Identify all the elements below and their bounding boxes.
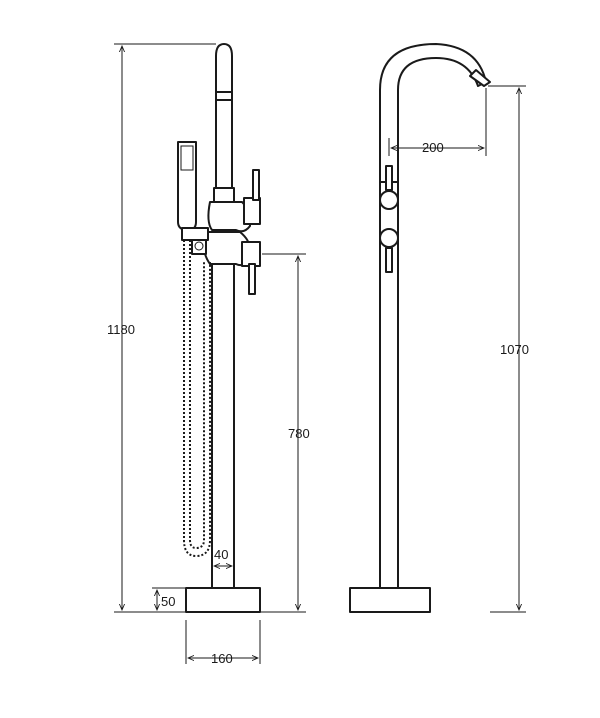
dim-label-780: 780 bbox=[288, 426, 310, 441]
side-spout-end bbox=[469, 69, 491, 87]
dim-label-50: 50 bbox=[161, 594, 175, 609]
dim-label-200: 200 bbox=[422, 140, 444, 155]
dim-label-160: 160 bbox=[211, 651, 233, 666]
front-view bbox=[177, 43, 261, 613]
front-base-plate bbox=[185, 587, 261, 613]
front-shower-head-face bbox=[180, 145, 194, 171]
front-upper-lever-cap bbox=[243, 197, 261, 225]
front-spout-pipe bbox=[215, 43, 233, 189]
dim-label-1070: 1070 bbox=[500, 342, 529, 357]
front-lower-lever-cap bbox=[241, 241, 261, 267]
side-lower-valve bbox=[379, 228, 399, 248]
side-view bbox=[349, 43, 491, 613]
side-base-plate bbox=[349, 587, 431, 613]
side-lower-lever bbox=[385, 247, 393, 273]
front-hose-connector-nut bbox=[194, 241, 204, 251]
front-shower-hose-outer bbox=[183, 240, 211, 558]
dim-label-40: 40 bbox=[214, 547, 228, 562]
front-shower-hose bbox=[189, 240, 205, 550]
front-upper-lever-handle bbox=[252, 169, 260, 201]
side-upper-lever bbox=[385, 165, 393, 191]
front-aerator bbox=[215, 91, 233, 101]
front-main-pipe bbox=[211, 261, 235, 589]
front-shower-bracket bbox=[181, 227, 209, 241]
side-upper-valve bbox=[379, 190, 399, 210]
front-lower-lever-handle bbox=[248, 263, 256, 295]
front-upper-collar bbox=[213, 187, 235, 203]
dimensions: 1180 780 40 50 160 200 1070 bbox=[107, 43, 529, 666]
dim-label-1180: 1180 bbox=[107, 322, 135, 337]
side-gooseneck-spout bbox=[379, 43, 487, 183]
